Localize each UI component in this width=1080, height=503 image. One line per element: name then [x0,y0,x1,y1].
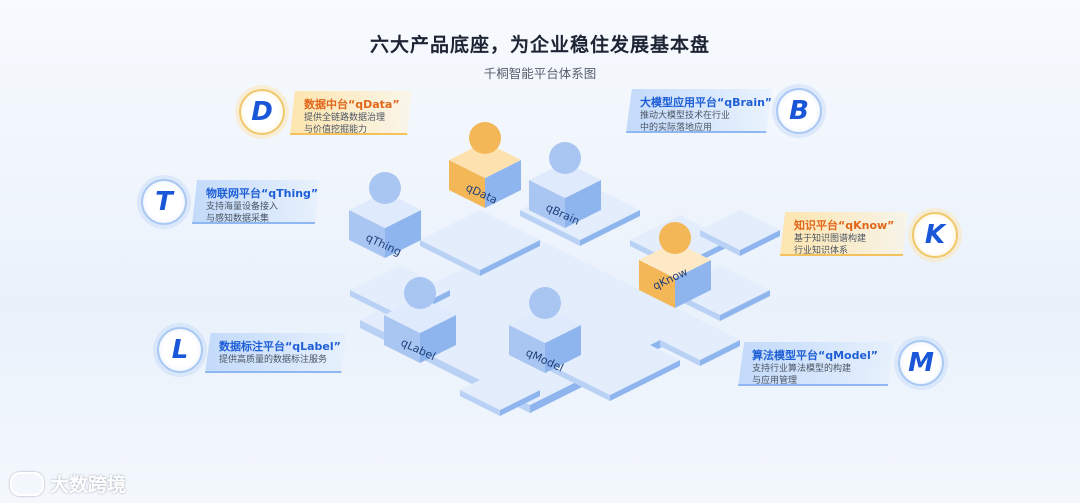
card-desc: 与应用管理 [752,376,798,386]
platform-block [509,307,581,373]
platform-model-icon [469,122,501,154]
qlabel-logo-icon: L [157,327,203,373]
card-desc: 支持行业算法模型的构建 [752,364,852,374]
platform-tile [420,210,540,276]
watermark-text: 大数跨境 [50,474,127,496]
platform-block [529,162,601,228]
platform-block [639,242,711,308]
qbrain-logo-icon: B [776,88,822,134]
card-desc: 与价值挖掘能力 [304,125,368,135]
card-qdata: 数据中台“qData” 提供全链路数据治理 与价值挖掘能力 [290,91,412,135]
card-desc: 基于知识图谱构建 [794,234,867,244]
card-title: 大模型应用平台“qBrain” [640,96,773,109]
platform-model-icon [549,142,581,174]
qdata-logo-icon: D [239,89,285,135]
qmodel-logo-icon: M [898,340,944,386]
platform-model-icon [659,222,691,254]
platform-tile [700,210,780,256]
qthing-logo-icon: T [141,179,187,225]
qknow-logo-icon: K [912,212,958,258]
card-desc: 中的实际落地应用 [640,123,713,133]
platform-block [349,192,421,258]
platform-tile [460,370,540,416]
card-title: 知识平台“qKnow” [794,219,895,232]
card-qlabel: 数据标注平台“qLabel” 提供高质量的数据标注服务 [205,333,347,373]
card-qthing: 物联网平台“qThing” 支持海量设备接入 与感知数据采集 [192,180,320,224]
card-title: 物联网平台“qThing” [206,187,319,200]
card-title: 算法模型平台“qModel” [752,349,878,362]
card-qmodel: 算法模型平台“qModel” 支持行业算法模型的构建 与应用管理 [738,342,894,386]
platform-block [384,297,456,363]
page-subtitle: 千桐智能平台体系图 [483,66,597,81]
watermark: 大数跨境 [10,470,126,497]
page-title: 六大产品底座，为企业稳住发展基本盘 [369,34,710,56]
platform-model-icon [529,287,561,319]
card-title: 数据中台“qData” [304,98,400,111]
platform-model-icon [404,277,436,309]
card-desc: 推动大模型技术在行业 [640,111,731,121]
card-desc: 提供全链路数据治理 [304,113,386,123]
platform-tile [660,320,740,366]
watermark-logo-icon [10,471,44,496]
platform-block [449,142,521,208]
card-qbrain: 大模型应用平台“qBrain” 推动大模型技术在行业 中的实际落地应用 [626,89,772,133]
card-title: 数据标注平台“qLabel” [219,340,341,353]
card-desc: 与感知数据采集 [206,214,270,224]
card-qknow: 知识平台“qKnow” 基于知识图谱构建 行业知识体系 [780,212,908,256]
card-desc: 行业知识体系 [794,246,849,256]
platform-model-icon [369,172,401,204]
card-desc: 提供高质量的数据标注服务 [219,355,328,365]
card-desc: 支持海量设备接入 [206,202,279,212]
